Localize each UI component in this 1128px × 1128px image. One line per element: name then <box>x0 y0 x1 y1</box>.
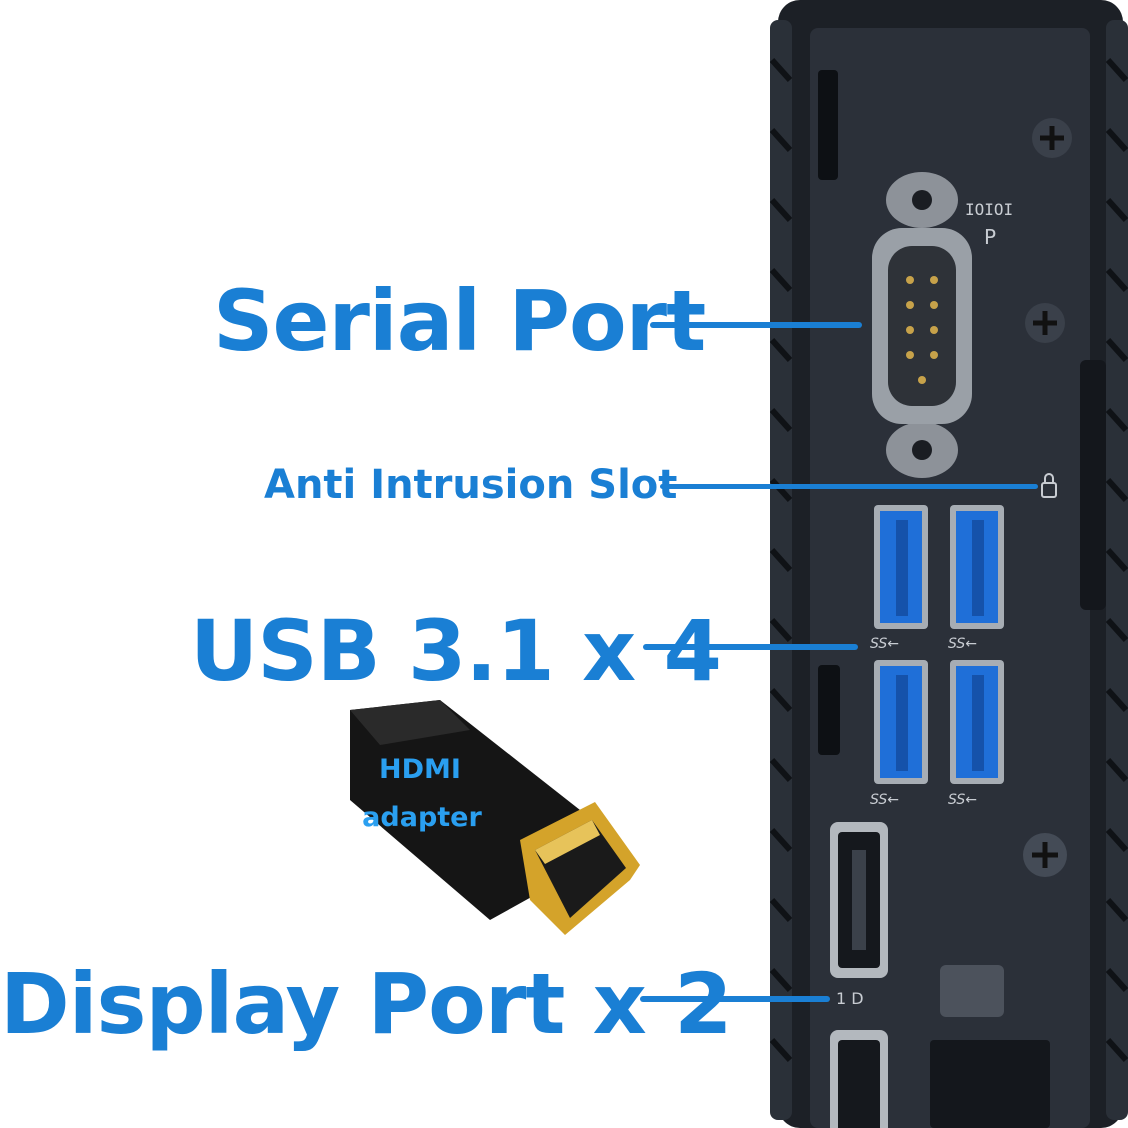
lock-icon <box>1041 473 1057 498</box>
usb-port <box>950 660 1004 784</box>
usb-marking: SS← <box>870 636 899 652</box>
display-port-leader-line <box>640 996 830 1002</box>
display-port <box>830 1030 888 1128</box>
display-port <box>830 822 888 978</box>
anti-intrusion-label: Anti Intrusion Slot <box>264 462 678 508</box>
serial-port <box>872 172 972 478</box>
serial-letter-marking: P <box>984 225 996 249</box>
usb-leader-line <box>643 644 858 650</box>
hdmi-adapter: HDMI adapter <box>330 690 650 990</box>
usb-port <box>874 660 928 784</box>
screw-icon <box>1025 303 1065 343</box>
usb-marking: SS← <box>948 636 977 652</box>
usb-label: USB 3.1 x 4 <box>190 602 722 700</box>
dp-marking: 1 D <box>836 989 864 1008</box>
adapter-label-line2: adapter <box>362 802 482 833</box>
serial-port-leader-line <box>650 322 862 328</box>
power-jack <box>940 965 1004 1017</box>
screw-icon <box>1032 118 1072 158</box>
side-rail <box>1080 360 1106 610</box>
vent-slot <box>818 665 840 755</box>
vent-slot <box>818 70 838 180</box>
rib-grooves <box>770 57 1128 1063</box>
display-port-label: Display Port x 2 <box>0 955 733 1053</box>
usb-marking: SS← <box>870 792 899 808</box>
adapter-label-line1: HDMI <box>379 754 461 785</box>
usb-port <box>950 505 1004 629</box>
screw-icon <box>1023 833 1067 877</box>
anti-intrusion-leader-line <box>660 484 1038 489</box>
serial-port-label: Serial Port <box>213 272 706 370</box>
usb-marking: SS← <box>948 792 977 808</box>
mini-pc-rear-panel: IOIOI P SS← SS← SS← SS← 1 D <box>770 0 1128 1128</box>
serial-icon-marking: IOIOI <box>965 200 1013 219</box>
lan-port <box>930 1040 1050 1128</box>
hdmi-adapter-graphic <box>350 700 640 935</box>
usb-port <box>874 505 928 629</box>
